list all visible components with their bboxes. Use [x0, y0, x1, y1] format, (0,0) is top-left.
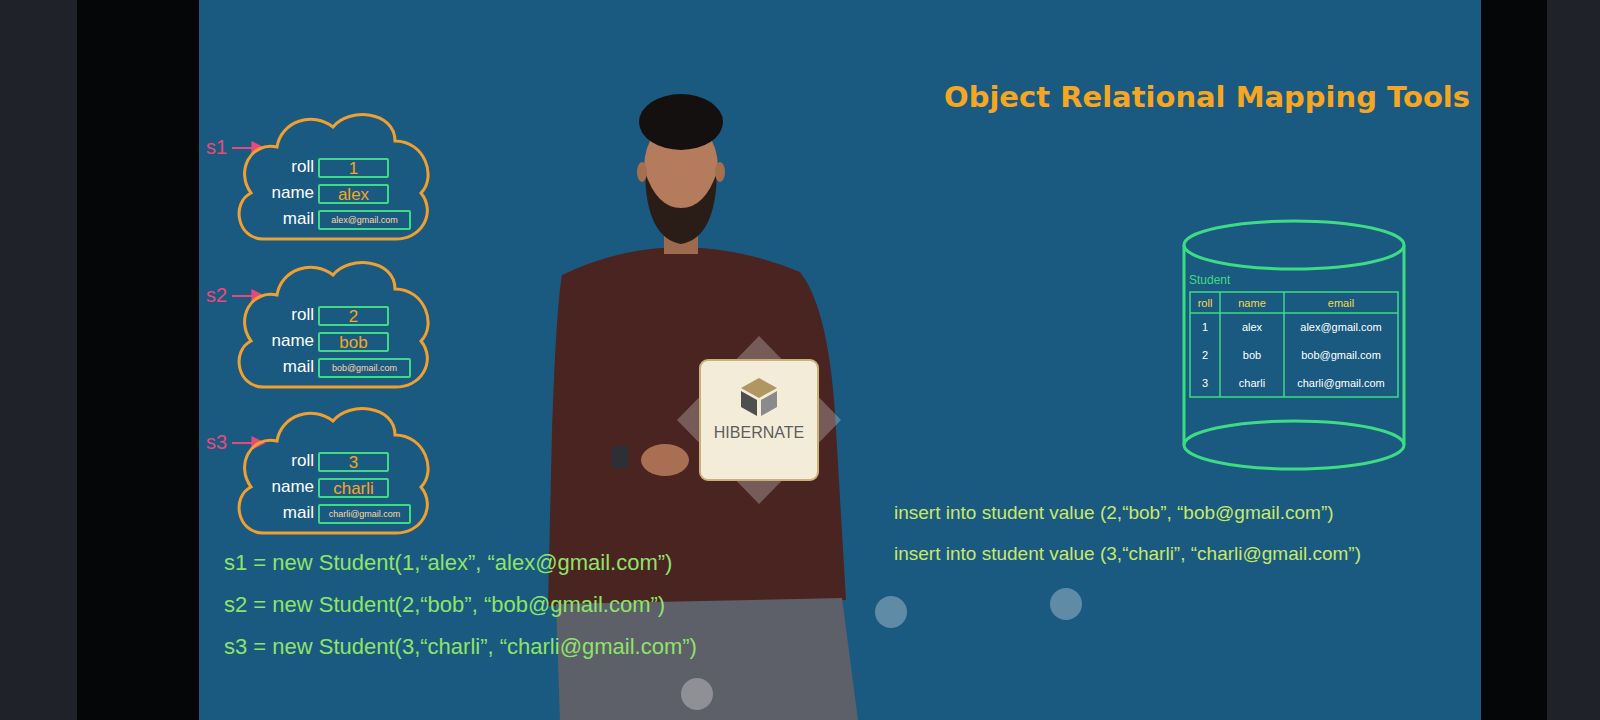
table-cell: charli: [1220, 369, 1284, 397]
logo-cube-right: [761, 391, 777, 416]
beard: [645, 172, 717, 244]
letterbox: [77, 0, 1547, 720]
sql-line: insert into student value (3,“charli”, “…: [894, 542, 1361, 566]
value-box: charli@gmail.com: [318, 504, 411, 524]
watch: [612, 446, 628, 468]
field-name: mail: [233, 208, 314, 230]
field-name: name: [233, 330, 314, 352]
field-name: roll: [233, 450, 314, 472]
reference-name: s3: [206, 430, 227, 454]
bubble: [681, 678, 713, 710]
table-cell: bob@gmail.com: [1284, 341, 1398, 369]
value-box: bob: [318, 332, 389, 352]
reference-name: s2: [206, 283, 227, 307]
table-cell: bob: [1220, 341, 1284, 369]
table-cell: 3: [1190, 369, 1220, 397]
field-name: name: [233, 182, 314, 204]
value-box: 1: [318, 158, 389, 178]
bubble: [875, 596, 907, 628]
table-rule: [1190, 312, 1398, 314]
table-cell: 1: [1190, 313, 1220, 341]
table-cell: alex@gmail.com: [1284, 313, 1398, 341]
title: Object Relational Mapping Tools: [944, 80, 1470, 114]
cloud-path: [239, 409, 428, 533]
hair: [639, 94, 723, 150]
cloud-path: [239, 115, 428, 239]
value-box: alex@gmail.com: [318, 210, 411, 230]
reference-name: s1: [206, 135, 227, 159]
column-header: email: [1284, 292, 1398, 313]
field-value: alex: [338, 186, 369, 203]
field-name: name: [233, 476, 314, 498]
object-cloud: roll name mail 3 charli charli@gmail.com: [233, 401, 433, 537]
logo-card: [700, 360, 818, 480]
value-box: charli: [318, 478, 389, 498]
cylinder-top: [1184, 221, 1404, 269]
code-line: s1 = new Student(1,“alex”, “alex@gmail.c…: [224, 551, 672, 575]
bubble: [1050, 588, 1082, 620]
database: Student rollnameemail 1alexalex@gmail.com 2…: [1181, 219, 1407, 473]
table-rule: [1219, 292, 1221, 397]
value-box: 2: [318, 306, 389, 326]
field-name: mail: [233, 356, 314, 378]
table-cell: charli@gmail.com: [1284, 369, 1398, 397]
sql-line: insert into student value (2,“bob”, “bob…: [894, 501, 1334, 525]
table-border: [1190, 292, 1398, 397]
field-name: mail: [233, 502, 314, 524]
logo-text: HIBERNATE: [700, 422, 818, 444]
field-value: 2: [349, 308, 358, 325]
object-cloud: roll name mail 1 alex alex@gmail.com: [233, 107, 433, 243]
table-cell: 2: [1190, 341, 1220, 369]
table-cell: alex: [1220, 313, 1284, 341]
value-box: bob@gmail.com: [318, 358, 411, 378]
column-header: name: [1220, 292, 1284, 313]
ear: [715, 162, 725, 182]
database-cylinder: [1181, 219, 1407, 473]
column-header: roll: [1190, 292, 1220, 313]
hand: [641, 444, 689, 476]
ear: [637, 162, 647, 182]
logo-cube-left: [741, 391, 757, 416]
field-value: charli@gmail.com: [329, 510, 401, 519]
slide-ground: [199, 0, 1481, 720]
logo-square: [700, 360, 818, 480]
hibernate-logo: HIBERNATE: [700, 360, 818, 480]
logo-diamond: [677, 336, 841, 504]
value-box: 3: [318, 452, 389, 472]
code-line: s2 = new Student(2,“bob”, “bob@gmail.com…: [224, 593, 665, 617]
cylinder-bottom: [1184, 421, 1404, 469]
field-name: roll: [233, 156, 314, 178]
field-value: alex@gmail.com: [331, 216, 398, 225]
cylinder-side: [1183, 245, 1186, 445]
field-value: bob: [339, 334, 367, 351]
field-value: charli: [333, 480, 374, 497]
value-box: alex: [318, 184, 389, 204]
table-rule: [1283, 292, 1285, 397]
presenter: [548, 94, 858, 720]
cylinder-side: [1403, 245, 1406, 445]
field-value: bob@gmail.com: [332, 364, 397, 373]
table-name: Student: [1189, 273, 1230, 288]
field-name: roll: [233, 304, 314, 326]
code-line: s3 = new Student(3,“charli”, “charli@gma…: [224, 635, 697, 659]
field-value: 1: [349, 160, 358, 177]
field-value: 3: [349, 454, 358, 471]
cloud-path: [239, 263, 428, 387]
object-cloud: roll name mail 2 bob bob@gmail.com: [233, 255, 433, 391]
